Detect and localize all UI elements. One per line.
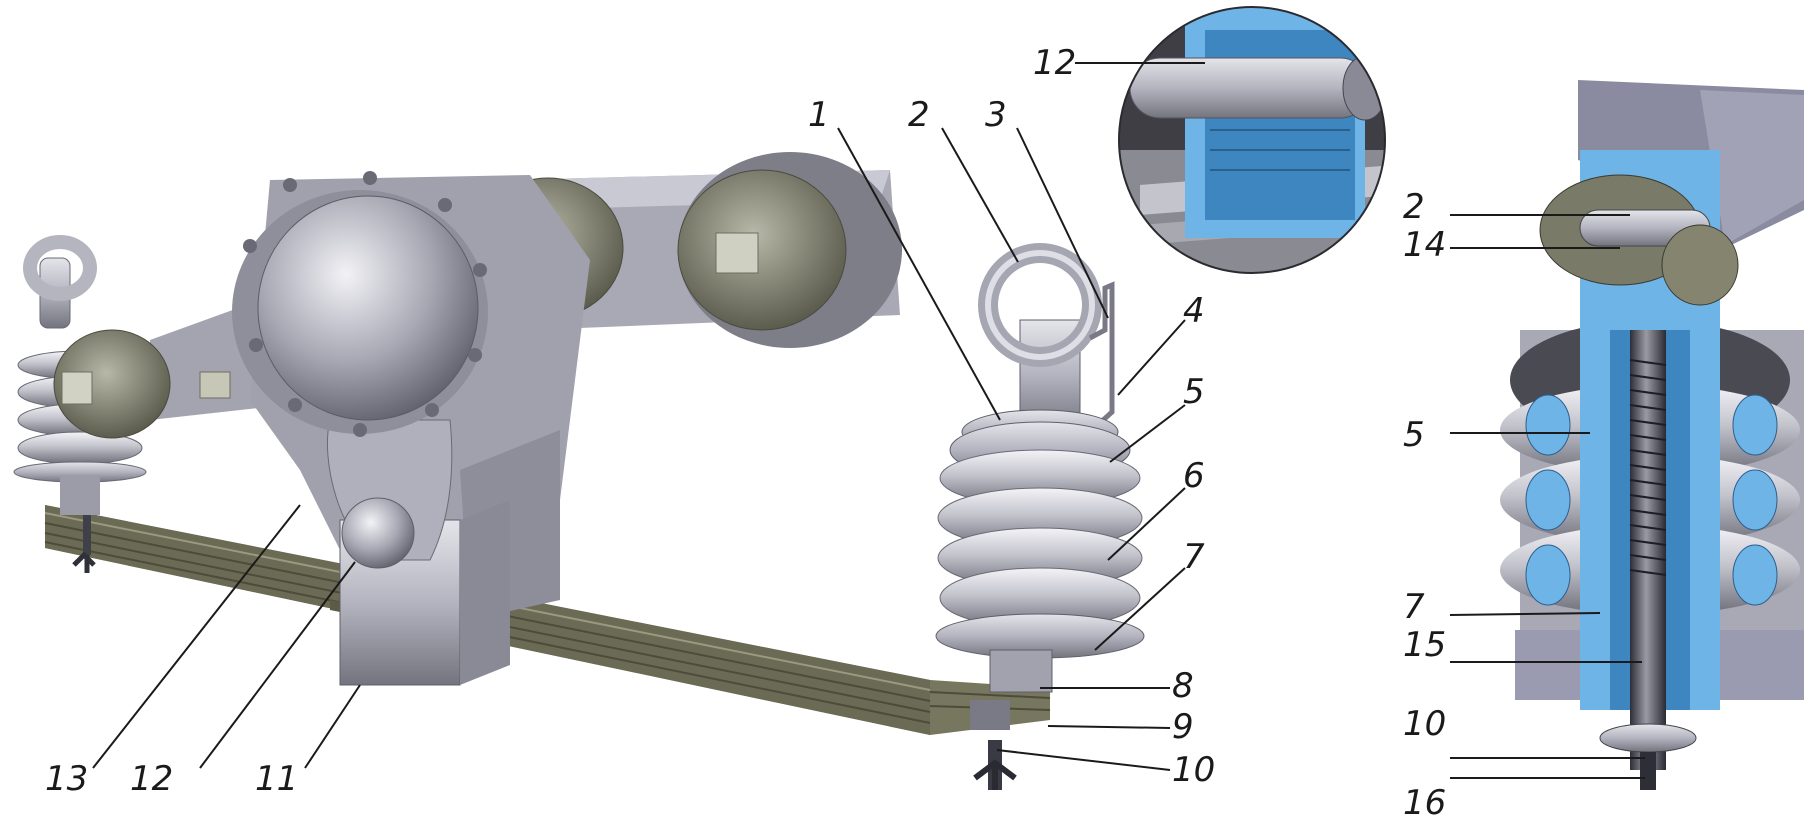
label-4: 4 (1183, 291, 1205, 331)
label-7: 7 (1183, 537, 1205, 577)
section-label-2: 2 (1403, 187, 1425, 227)
main-assembly: 1 2 3 4 5 6 7 8 9 10 11 12 13 (13, 95, 1215, 799)
main-labels: 1 2 3 4 5 6 7 8 9 10 11 12 13 (45, 95, 1215, 799)
section-label-14: 14 (1403, 225, 1446, 265)
inset-label-12: 12 (1033, 43, 1076, 83)
label-12: 12 (130, 759, 173, 799)
section-label-7: 7 (1403, 587, 1425, 627)
section-view: 2 14 5 7 15 10 16 (1403, 80, 1804, 819)
label-5: 5 (1183, 372, 1205, 412)
label-13: 13 (45, 759, 88, 799)
section-label-16: 16 (1403, 783, 1446, 819)
label-8: 8 (1172, 666, 1194, 706)
label-3: 3 (985, 95, 1007, 135)
section-label-5: 5 (1403, 415, 1425, 455)
section-labels: 2 14 5 7 15 10 16 (1403, 187, 1446, 819)
differential-housing (232, 171, 590, 686)
label-11: 11 (255, 759, 298, 799)
label-6: 6 (1183, 456, 1205, 496)
label-9: 9 (1172, 707, 1194, 747)
label-1: 1 (808, 95, 830, 135)
section-leader-lines (1449, 214, 1645, 779)
section-label-15: 15 (1403, 625, 1446, 665)
label-10: 10 (1172, 750, 1215, 790)
section-label-10: 10 (1403, 704, 1446, 744)
axle-housing (53, 152, 902, 439)
detail-inset: 12 (1033, 6, 1386, 274)
main-leader-lines (92, 127, 1186, 771)
label-2: 2 (908, 95, 930, 135)
right-spring-unit (935, 243, 1145, 790)
